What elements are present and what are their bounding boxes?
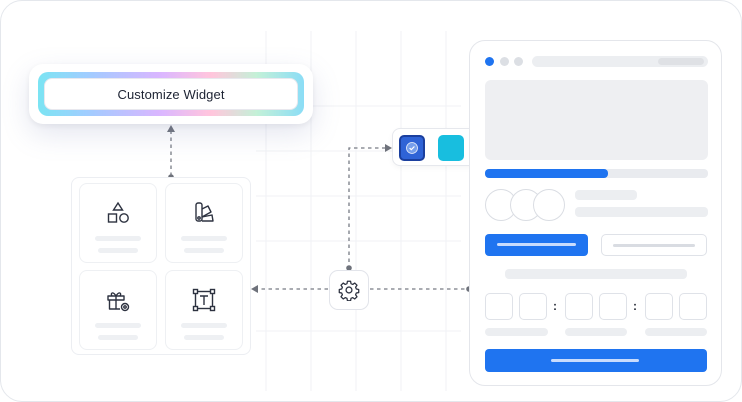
tile-placeholder-line xyxy=(181,323,227,328)
submit-button[interactable] xyxy=(485,349,707,372)
swatch-blue[interactable] xyxy=(399,135,425,161)
secondary-button[interactable] xyxy=(601,234,707,256)
time-separator: : xyxy=(553,299,557,313)
settings-node[interactable] xyxy=(329,270,369,310)
window-dot xyxy=(500,57,509,66)
address-bar-end xyxy=(658,58,704,65)
tile-shapes[interactable] xyxy=(79,183,157,263)
digit-box[interactable] xyxy=(485,293,513,320)
tile-placeholder-line xyxy=(95,323,141,328)
gift-icon xyxy=(107,292,130,312)
button-label-placeholder xyxy=(497,243,576,246)
customize-widget-card: Customize Widget xyxy=(29,64,313,124)
time-separator: : xyxy=(633,299,637,313)
address-bar xyxy=(532,56,708,67)
tile-gift[interactable] xyxy=(79,270,157,350)
connector-dot-gear xyxy=(346,265,352,271)
tile-placeholder-line xyxy=(98,248,138,253)
progress-track xyxy=(485,169,708,178)
tile-swatches[interactable] xyxy=(165,183,243,263)
widget-preview: : : xyxy=(469,40,722,386)
gear-icon xyxy=(338,280,360,301)
arrow-head-up xyxy=(167,125,175,132)
tile-placeholder-line xyxy=(98,335,138,340)
customize-widget-button[interactable]: Customize Widget xyxy=(44,78,298,110)
widget-tile-panel xyxy=(71,177,251,355)
digit-label-placeholder xyxy=(485,328,548,336)
digit-box[interactable] xyxy=(565,293,593,320)
text-tool-icon xyxy=(192,288,216,312)
arrow-head-right xyxy=(385,144,392,152)
shapes-icon xyxy=(107,201,129,223)
window-dot-active xyxy=(485,57,494,66)
text-placeholder xyxy=(575,190,637,200)
arrow-head-left xyxy=(251,285,258,293)
tile-placeholder-line xyxy=(184,248,224,253)
avatar-circle xyxy=(533,189,565,221)
text-placeholder xyxy=(505,269,687,279)
color-swatches-icon xyxy=(195,202,214,222)
connector-swatch xyxy=(348,147,385,269)
window-dot xyxy=(514,57,523,66)
button-label-placeholder xyxy=(613,244,695,247)
button-label-placeholder xyxy=(551,359,639,362)
check-icon xyxy=(406,142,418,154)
tile-text[interactable] xyxy=(165,270,243,350)
tile-placeholder-line xyxy=(184,335,224,340)
digit-box[interactable] xyxy=(599,293,627,320)
progress-fill xyxy=(485,169,608,178)
text-placeholder xyxy=(575,207,708,217)
swatch-cyan[interactable] xyxy=(438,135,464,161)
primary-button[interactable] xyxy=(485,234,588,256)
digit-label-placeholder xyxy=(565,328,627,336)
digit-label-placeholder xyxy=(645,328,707,336)
digit-box[interactable] xyxy=(519,293,547,320)
digit-box[interactable] xyxy=(679,293,707,320)
image-placeholder xyxy=(485,80,708,160)
digit-box[interactable] xyxy=(645,293,673,320)
tile-placeholder-line xyxy=(95,236,141,241)
tile-placeholder-line xyxy=(181,236,227,241)
